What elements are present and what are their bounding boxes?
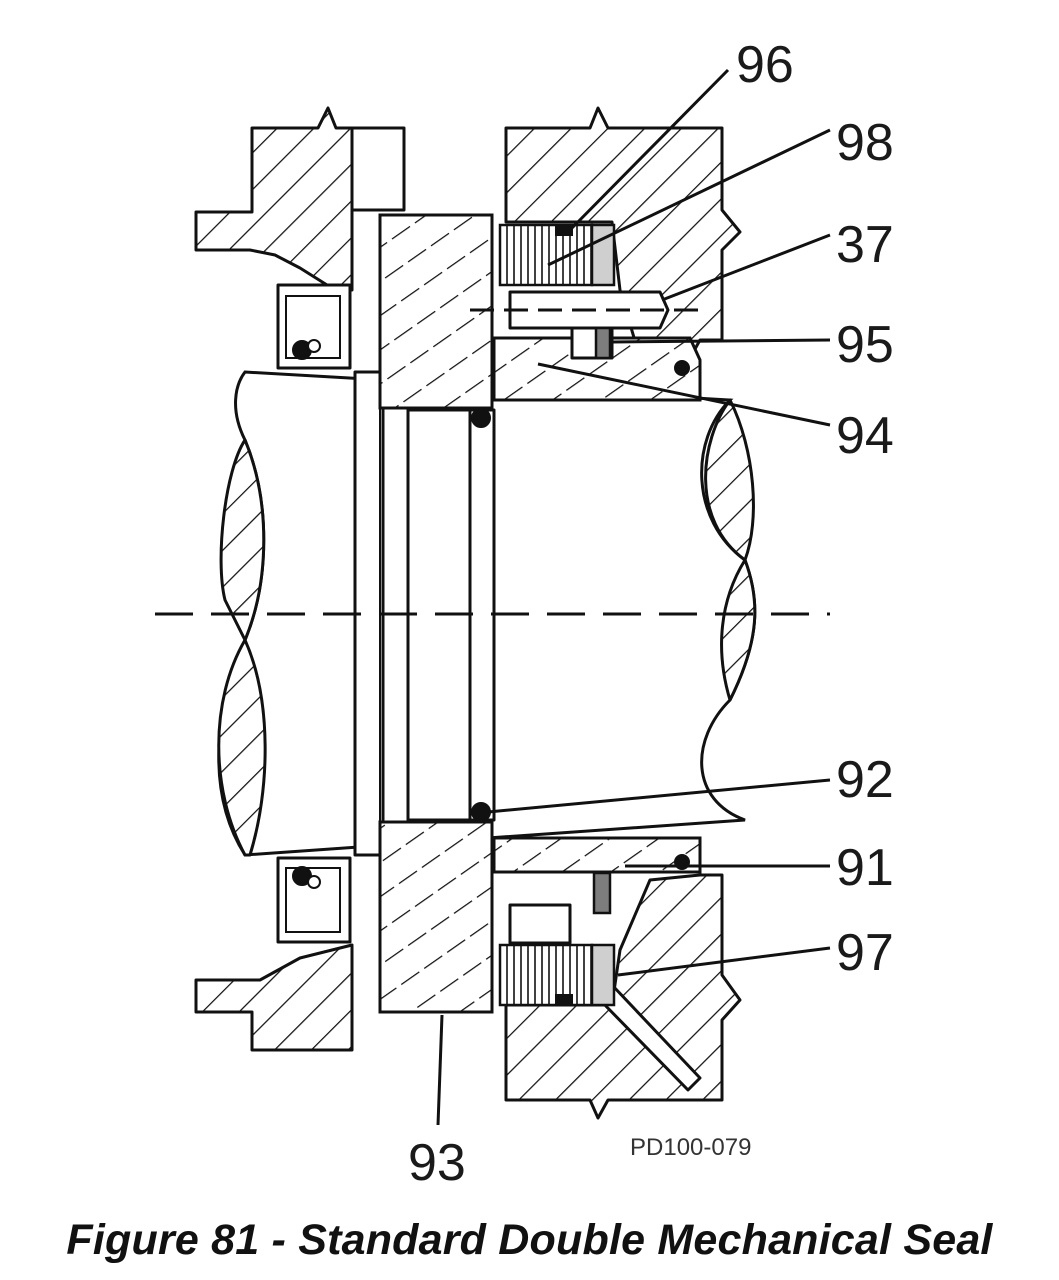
rotating-ring-lower: [498, 903, 616, 1007]
callout-94: 94: [836, 407, 894, 465]
lip-seal-upper: [276, 283, 352, 370]
callout-98: 98: [836, 114, 894, 172]
shaft-shoulder: [353, 370, 496, 857]
rotating-ring-upper: [498, 223, 616, 287]
leader-96: [568, 68, 730, 232]
lip-seal-lower: [276, 856, 352, 944]
left-housing-lower: [194, 943, 354, 1052]
leader-93: [436, 1014, 444, 1126]
callout-95: 95: [836, 316, 894, 374]
leader-94: [537, 362, 831, 427]
seal-sleeve: [492, 336, 702, 874]
leader-98: [547, 128, 831, 267]
left-housing-upper: [194, 106, 406, 292]
leader-92: [487, 778, 831, 814]
callout-97: 97: [836, 924, 894, 982]
leader-95: [611, 338, 831, 344]
drive-pin: [470, 290, 700, 330]
figure-caption: Figure 81 - Standard Double Mechanical S…: [66, 1216, 993, 1264]
callout-91: 91: [836, 839, 894, 897]
callout-37: 37: [836, 216, 894, 274]
spring-block: [570, 326, 614, 915]
drawing-id: PD100-079: [630, 1134, 751, 1161]
callout-92: 92: [836, 751, 894, 809]
callout-93: 93: [408, 1134, 466, 1192]
leader-37: [661, 233, 831, 302]
callout-96: 96: [736, 36, 794, 94]
right-housing-upper: [504, 106, 742, 360]
leader-lines: [436, 68, 831, 1126]
leader-97: [617, 946, 831, 977]
